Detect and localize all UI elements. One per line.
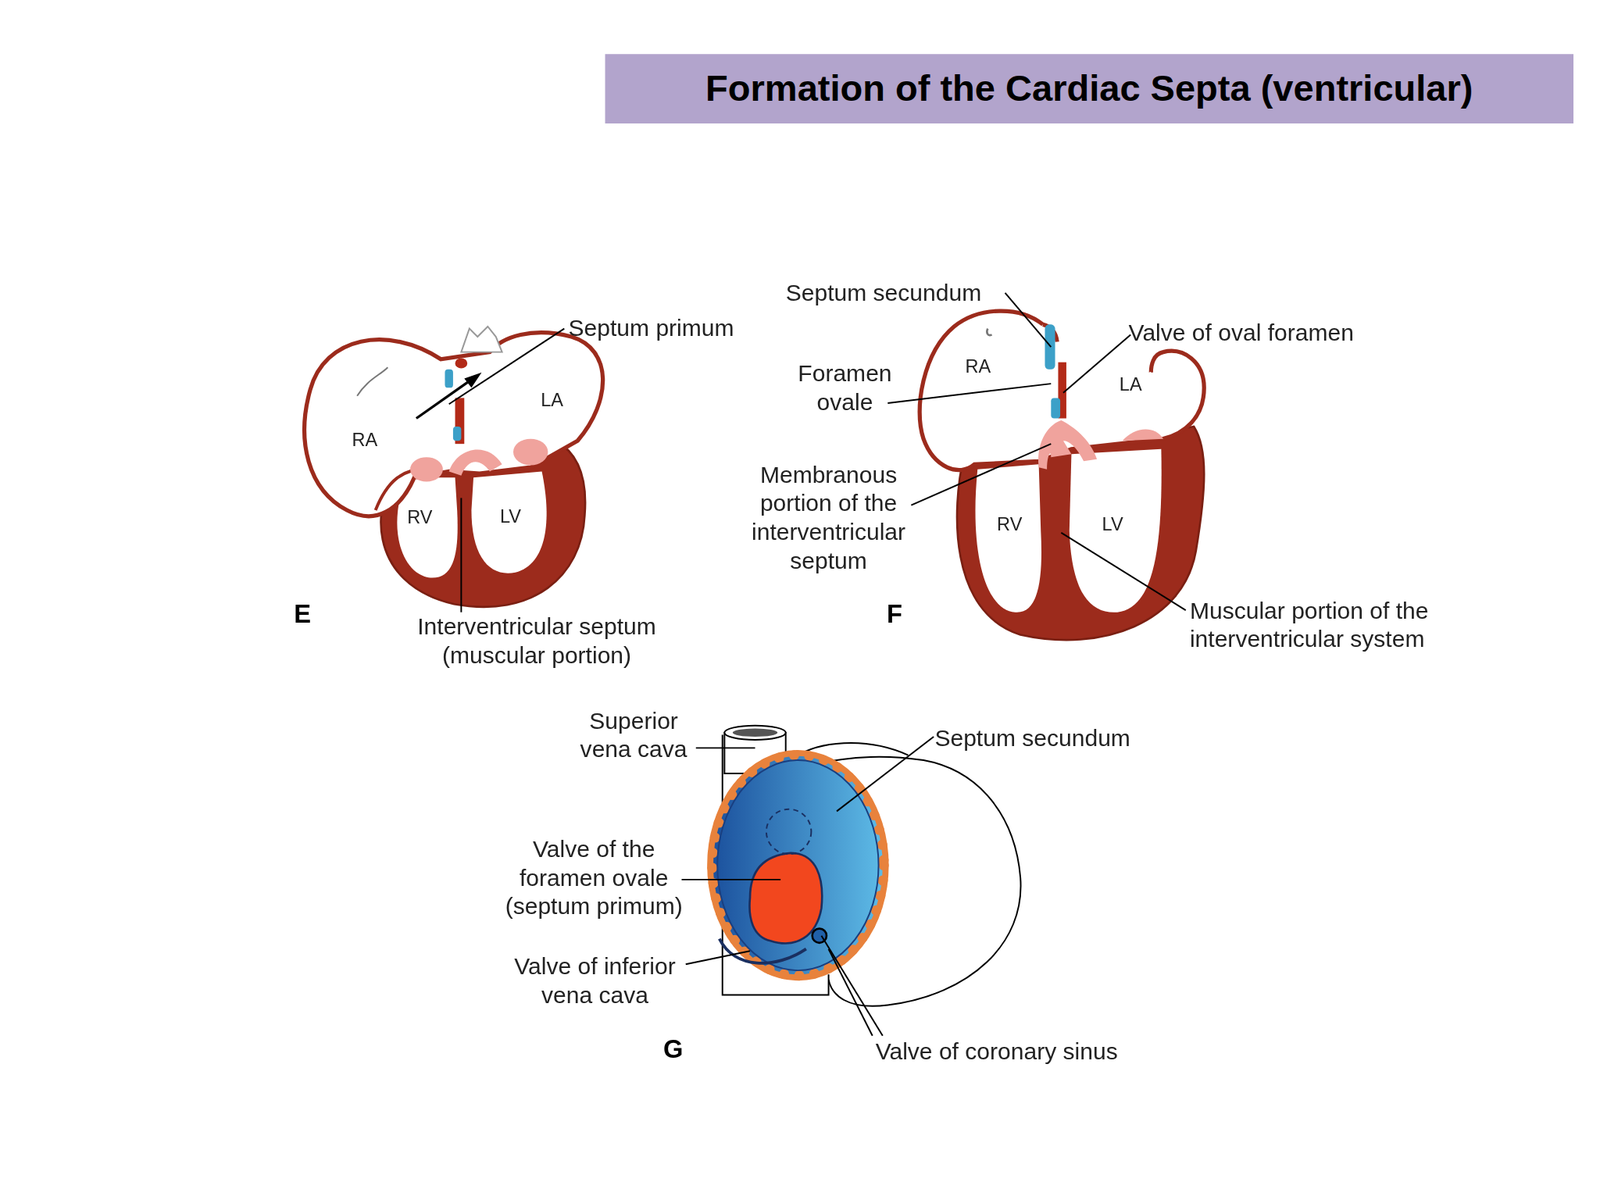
- part-label: Septum primum: [568, 313, 793, 343]
- part-label: LV: [1102, 513, 1143, 536]
- heart-e: [304, 326, 604, 608]
- part-label: Membranous portion of the interventricul…: [736, 460, 921, 575]
- panel-letter: E: [293, 597, 325, 629]
- heart-f: [919, 310, 1204, 640]
- part-label: Superior vena cava: [567, 706, 700, 764]
- part-label: Valve of coronary sinus: [875, 1036, 1172, 1066]
- part-label: Valve of inferior vena cava: [487, 952, 702, 1010]
- part-label: LA: [1119, 373, 1161, 397]
- part-label: RV: [996, 513, 1038, 536]
- part-label: RA: [965, 355, 1007, 379]
- part-label: Valve of oval foramen: [1128, 318, 1415, 348]
- part-label: Muscular portion of the interventricular…: [1189, 596, 1497, 654]
- part-label: LV: [500, 505, 541, 529]
- part-label: LA: [540, 389, 582, 412]
- part-label: Valve of the foramen ovale (septum primu…: [486, 834, 701, 921]
- panel-letter: F: [886, 597, 918, 629]
- heart-g: [710, 725, 1021, 1007]
- part-label: Foramen ovale: [773, 359, 917, 417]
- part-label: Septum secundum: [785, 278, 1031, 308]
- part-label: RV: [407, 506, 448, 529]
- part-label: RA: [352, 428, 393, 452]
- title-band: Formation of the Cardiac Septa (ventricu…: [605, 53, 1575, 124]
- panel-letter: G: [663, 1033, 694, 1065]
- title: Formation of the Cardiac Septa (ventricu…: [705, 67, 1473, 111]
- part-label: Interventricular septum (muscular portio…: [389, 612, 686, 670]
- part-label: Septum secundum: [934, 723, 1190, 753]
